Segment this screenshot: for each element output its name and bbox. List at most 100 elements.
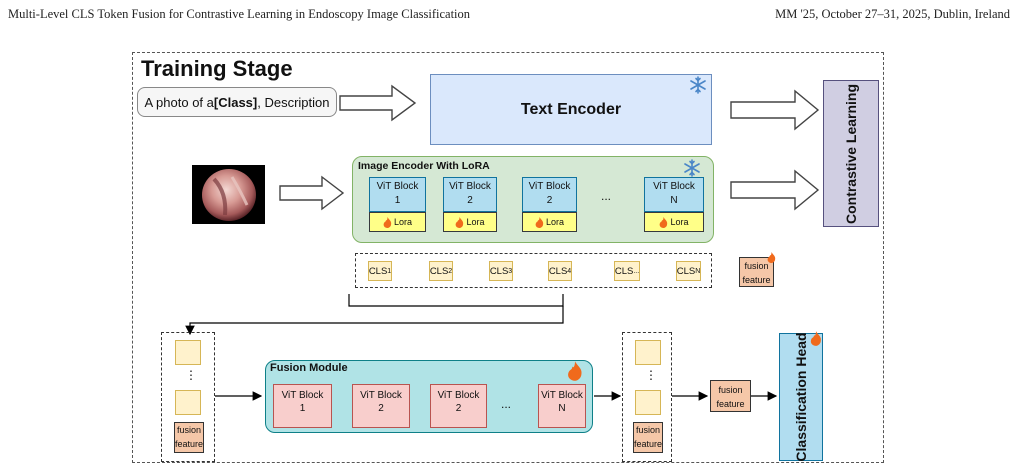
cls-token-ellipsis: CLS... — [614, 261, 640, 281]
fusion-feature-line2: feature — [634, 439, 663, 449]
fusion-vit-block-3: ViT Block 2 — [430, 384, 487, 428]
fire-icon — [535, 216, 544, 228]
cls-sub: ... — [633, 267, 640, 275]
vit-block-name: ViT Block — [449, 181, 491, 192]
column-vdots: ⋮ — [185, 368, 197, 382]
fire-icon — [660, 216, 668, 228]
cls-sub: 2 — [448, 267, 453, 275]
fire-icon — [383, 216, 392, 228]
fire-icon — [456, 216, 464, 228]
fusion-vit-block-n: ViT Block N — [538, 384, 586, 428]
fusion-feature-top: fusion feature — [739, 257, 774, 287]
endoscopy-image — [192, 165, 265, 224]
paper-header-title: Multi-Level CLS Token Fusion for Contras… — [8, 7, 471, 21]
contrastive-learning: Contrastive Learning — [823, 80, 879, 227]
vit-block-index: 2 — [546, 195, 553, 206]
paper-header-venue: MM '25, October 27–31, 2025, Dublin, Ire… — [775, 7, 1010, 21]
fusion-feature-right: fusion feature — [633, 422, 663, 453]
snowflake-icon — [690, 76, 706, 94]
vit-block-index: N — [670, 195, 678, 206]
fusion-vit-block-1: ViT Block 1 — [273, 384, 332, 428]
token-square — [175, 340, 201, 365]
vit-block-index: 2 — [455, 403, 462, 414]
fusion-feature-final: fusion feature — [710, 380, 751, 412]
prompt-prefix: A photo of a — [144, 94, 214, 110]
cls-base: CLS — [548, 265, 568, 277]
hollow-arrow-imgenc — [730, 169, 820, 211]
vit-block-name: ViT Block — [437, 390, 480, 401]
prompt-class-token: [Class] — [213, 94, 258, 110]
cls-base: CLS — [368, 265, 388, 277]
vit-block-name: ViT Block — [541, 390, 583, 401]
vit-block-index: 2 — [378, 403, 384, 414]
encoder-vit-block-3: ViT Block 2 — [522, 177, 577, 212]
input-token-column — [161, 332, 215, 462]
hollow-arrow-image — [279, 175, 345, 211]
fusion-feature-line1: fusion — [176, 425, 202, 435]
token-square — [635, 390, 661, 415]
contrastive-learning-label: Contrastive Learning — [843, 83, 859, 224]
lora-label: Lora — [545, 217, 564, 227]
vit-block-name: ViT Block — [376, 181, 419, 192]
lora-label: Lora — [466, 217, 485, 227]
vit-block-name: ViT Block — [281, 390, 324, 401]
prompt-suffix: , Description — [257, 94, 330, 110]
output-token-column — [622, 332, 672, 462]
stage-title: Training Stage — [141, 56, 293, 81]
hollow-arrow-prompt — [339, 84, 417, 122]
hollow-arrow-textenc — [730, 89, 820, 131]
fusion-ellipsis: ... — [501, 397, 512, 411]
classification-head-label: Classification Head — [793, 332, 809, 462]
fusion-feature-line1: fusion — [635, 425, 661, 435]
cls-base: CLS — [489, 265, 509, 277]
text-encoder: Text Encoder — [430, 74, 712, 145]
fusion-feature-line2: feature — [175, 439, 204, 449]
fusion-vit-block-2: ViT Block 2 — [352, 384, 410, 428]
fire-icon — [767, 252, 776, 263]
lora-label: Lora — [393, 217, 412, 227]
training-stage-frame — [132, 52, 884, 463]
token-square — [175, 390, 201, 415]
image-encoder-label: Image Encoder With LoRA — [358, 160, 490, 172]
text-prompt: A photo of a [Class], Description — [137, 87, 337, 117]
encoder-vit-block-1: ViT Block 1 — [369, 177, 426, 212]
encoder-lora-1: Lora — [369, 212, 426, 232]
vit-block-index: 1 — [394, 195, 401, 206]
fusion-feature-line1: fusion — [718, 385, 743, 395]
cls-base: CLS — [614, 265, 634, 277]
vit-block-name: ViT Block — [528, 181, 571, 192]
fusion-feature-line1: fusion — [744, 261, 769, 271]
cls-base: CLS — [429, 265, 449, 277]
encoder-lora-3: Lora — [522, 212, 577, 232]
fusion-feature-left: fusion feature — [174, 422, 204, 453]
text-encoder-label: Text Encoder — [520, 100, 622, 118]
vit-block-index: 2 — [467, 195, 473, 206]
fire-icon — [568, 361, 582, 381]
cls-sub: 1 — [387, 267, 392, 275]
vit-block-name: ViT Block — [360, 390, 402, 401]
cls-base: CLS — [676, 265, 696, 277]
encoder-vit-block-n: ViT Block N — [644, 177, 704, 212]
column-vdots: ⋮ — [645, 368, 657, 382]
fusion-feature-line2: feature — [742, 275, 771, 285]
encoder-lora-n: Lora — [644, 212, 704, 232]
encoder-lora-2: Lora — [443, 212, 497, 232]
fusion-feature-line2: feature — [716, 399, 745, 409]
encoder-ellipsis: ... — [601, 189, 612, 203]
cls-sub: 3 — [508, 267, 513, 275]
snowflake-icon — [684, 159, 700, 177]
encoder-vit-block-2: ViT Block 2 — [443, 177, 497, 212]
vit-block-index: N — [558, 403, 566, 414]
token-square — [635, 340, 661, 365]
cls-sub: 4 — [567, 267, 572, 275]
lora-label: Lora — [670, 217, 689, 227]
vit-block-index: 1 — [299, 403, 306, 414]
cls-sub: N — [695, 267, 701, 275]
fire-icon — [810, 331, 821, 346]
classification-head: Classification Head — [779, 332, 823, 462]
